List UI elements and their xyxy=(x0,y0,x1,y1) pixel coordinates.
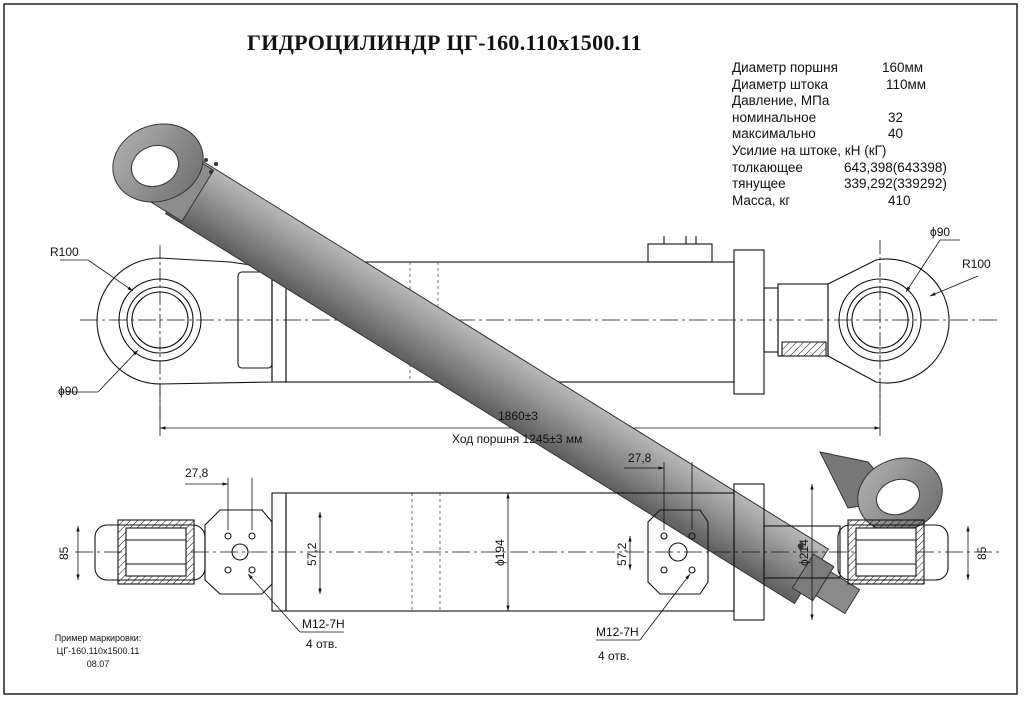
bottom-dimensions xyxy=(76,462,970,641)
spec-label: тянущее xyxy=(732,176,786,192)
right-port-pad xyxy=(647,509,709,595)
dim-port-spacing-right: 57,2 xyxy=(615,542,629,566)
dim-holes-right: 4 отв. xyxy=(598,649,630,663)
spec-label: Усилие на штоке, кН (кГ) xyxy=(732,142,887,158)
dim-port-spacing-left: 57,2 xyxy=(305,542,319,566)
dim-r-left: R100 xyxy=(50,245,79,259)
spec-value: 110мм xyxy=(886,76,927,92)
port-boss-top xyxy=(647,243,713,263)
dim-holes-left: 4 отв. xyxy=(306,637,338,651)
spec-row: максимально 40 xyxy=(732,126,982,143)
spec-row: толкающее 643,398(643398) xyxy=(732,160,982,177)
iso-barrel xyxy=(164,158,829,605)
spec-table: Диаметр поршня 160мм Диаметр штока 110мм Д… xyxy=(732,60,982,209)
dim-thread-left: М12-7Н xyxy=(302,617,345,631)
marking-example: Пример маркировки: ЦГ-160.110х1500.11 08… xyxy=(38,632,158,671)
dim-dia-right: ϕ90 xyxy=(930,225,950,239)
spec-row: Диаметр поршня 160мм xyxy=(732,60,982,77)
spec-label: максимально xyxy=(732,126,816,142)
iso-rod-tip xyxy=(815,571,861,615)
spec-label: Давление, МПа xyxy=(732,93,830,109)
spec-row: Диаметр штока 110мм xyxy=(732,77,982,94)
drawing-title: ГИДРОЦИЛИНДР ЦГ-160.110х1500.11 xyxy=(247,30,642,55)
spec-row: номинальное 32 xyxy=(732,110,982,127)
dim-r-right: R100 xyxy=(962,257,991,271)
spec-row: Давление, МПа xyxy=(732,93,982,110)
dim-total-length: 1860±3 xyxy=(498,409,538,423)
spec-label: Диаметр поршня xyxy=(732,60,838,75)
spec-value: 160мм xyxy=(882,60,924,75)
dim-stroke: Ход поршня 1245±3 мм xyxy=(452,432,582,446)
spec-value: 410 xyxy=(888,192,911,208)
spec-value: 32 xyxy=(888,109,904,125)
isometric-cylinder xyxy=(112,123,943,615)
spec-value: 40 xyxy=(888,126,904,142)
right-eye-outline xyxy=(827,258,950,384)
bottom-view xyxy=(75,483,1000,621)
sheet-frame xyxy=(3,3,1018,695)
dim-flange-dia: ϕ214 xyxy=(797,539,811,566)
spec-label: Диаметр штока xyxy=(732,76,829,92)
dim-thread-right: М12-7Н xyxy=(596,625,639,639)
dim-lug-width-left: 85 xyxy=(57,546,71,560)
front-flange-top xyxy=(733,249,765,395)
dim-barrel-dia: ϕ194 xyxy=(493,539,507,566)
spec-label: номинальное xyxy=(732,109,817,125)
dim-port-offset-right: 27,8 xyxy=(628,451,652,465)
left-eye-outline xyxy=(96,257,273,385)
spec-row: Масса, кг 410 xyxy=(732,193,982,210)
spec-value: 339,292(339292) xyxy=(844,176,947,192)
iso-front-eye xyxy=(819,451,943,533)
spec-label: Масса, кг xyxy=(732,192,791,208)
marking-caption: Пример маркировки: xyxy=(54,633,142,643)
dim-dia-left: ϕ90 xyxy=(58,384,78,398)
marking-code: ЦГ-160.110х1500.11 xyxy=(56,646,140,656)
dim-port-offset-left: 27,8 xyxy=(185,466,209,480)
marking-date: 08.07 xyxy=(86,659,110,669)
spec-row: тянущее 339,292(339292) xyxy=(732,176,982,193)
spec-row: Усилие на штоке, кН (кГ) xyxy=(732,143,982,160)
spec-value: 643,398(643398) xyxy=(844,159,947,175)
dim-lug-width-right: 85 xyxy=(975,546,989,560)
iso-rear-eye xyxy=(112,123,218,203)
spec-label: толкающее xyxy=(732,159,803,175)
